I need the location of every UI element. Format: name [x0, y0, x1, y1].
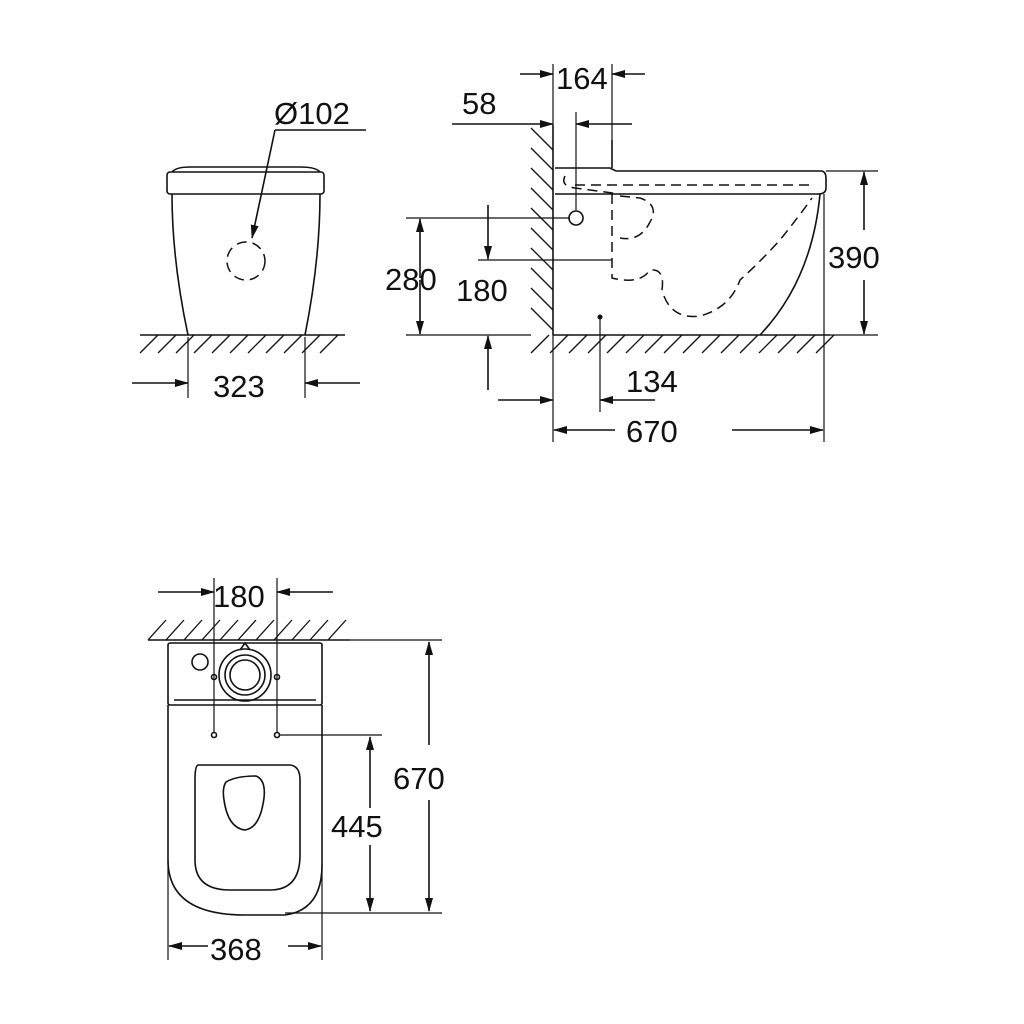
diameter-label: Ø102 — [274, 96, 350, 131]
dim-390-label: 390 — [828, 240, 880, 275]
dim-180-side — [478, 205, 612, 390]
wall-hatch — [530, 127, 554, 331]
inner-dashed-top — [563, 175, 621, 195]
front-body-outline — [166, 166, 325, 336]
dim-445-label: 445 — [331, 809, 383, 844]
side-view: 164 58 280 180 390 — [385, 61, 880, 449]
dim-670-side — [553, 194, 825, 442]
inner-dashed-bowl — [611, 197, 813, 318]
side-floor-hatch — [530, 334, 835, 354]
dim-670-top-label: 670 — [393, 761, 445, 796]
dim-134-label: 134 — [626, 364, 678, 399]
top-inlet-circle — [191, 653, 209, 671]
dim-164 — [520, 64, 645, 140]
top-outlet-ring — [218, 641, 272, 702]
dim-134 — [498, 318, 655, 442]
inlet-circle — [568, 210, 584, 226]
front-floor-hatch — [139, 334, 339, 354]
dim-164-label: 164 — [556, 61, 608, 96]
dim-58 — [452, 112, 632, 210]
dim-390 — [826, 170, 878, 336]
diameter-leader — [250, 129, 276, 239]
top-seat-outline — [194, 764, 301, 891]
inner-dashed-trap — [619, 195, 655, 240]
top-bowl-outline — [167, 705, 323, 916]
dim-180-top — [158, 578, 333, 733]
side-body-outline — [555, 167, 827, 336]
top-bowl-opening — [222, 775, 266, 831]
front-view: Ø102 323 — [132, 96, 366, 404]
front-width-label: 323 — [213, 369, 265, 404]
dim-445 — [279, 734, 382, 912]
dim-670-top — [285, 639, 442, 914]
top-view: 180 670 445 368 — [147, 578, 445, 967]
dim-180-top-label: 180 — [213, 579, 265, 614]
outlet-circle-dashed — [226, 241, 266, 281]
dim-670-side-label: 670 — [626, 414, 678, 449]
dim-58-label: 58 — [462, 86, 496, 121]
front-width-dimension — [132, 337, 360, 398]
dim-280-label: 280 — [385, 262, 437, 297]
top-wall-hatch — [147, 619, 347, 641]
dim-368 — [167, 860, 323, 960]
fixing-point — [597, 314, 603, 320]
dim-368-label: 368 — [210, 932, 262, 967]
dim-180-side-label: 180 — [456, 273, 508, 308]
